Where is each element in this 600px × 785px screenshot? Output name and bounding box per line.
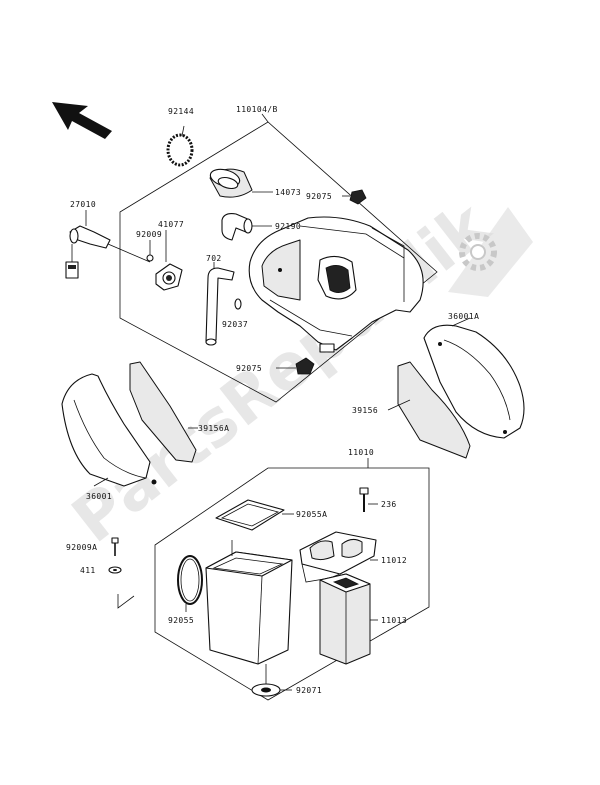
label-92144: 92144	[168, 107, 194, 116]
part-11012-holder	[299, 531, 378, 583]
label-92190: 92190	[275, 222, 301, 231]
part-92055-oring	[177, 555, 203, 612]
part-labels: 92144 110104/B 14073 92075 27010 92009 4…	[66, 105, 479, 695]
label-36001: 36001	[86, 492, 112, 501]
gear-watermark-icon	[448, 207, 533, 297]
label-92055a: 92055A	[296, 510, 327, 519]
part-236-bolt	[359, 487, 378, 512]
part-92037-clip	[234, 298, 242, 310]
part-36001a-side-cover-right	[423, 317, 525, 439]
part-element-housing	[205, 540, 293, 684]
part-92144-clamp	[166, 125, 194, 167]
part-411-washer	[108, 566, 135, 609]
part-92009-screw	[146, 240, 154, 262]
label-14073: 14073	[275, 188, 301, 197]
part-14073-duct	[209, 168, 273, 198]
label-92071: 92071	[296, 686, 322, 695]
part-702-hose	[205, 262, 235, 346]
label-39156a: 39156A	[198, 424, 229, 433]
part-11013-element	[319, 573, 378, 665]
label-92009: 92009	[136, 230, 162, 239]
part-92071-grommet	[251, 683, 292, 697]
label-11010: 11010	[348, 448, 374, 457]
part-92075-grommet-upper	[342, 189, 367, 205]
label-36001a: 36001A	[448, 312, 479, 321]
air-cleaner-box-boundary	[119, 121, 438, 403]
label-11012: 11012	[381, 556, 407, 565]
part-39156-pad-right	[387, 361, 471, 459]
part-92009a-screw	[111, 537, 119, 556]
label-27010: 27010	[70, 200, 96, 209]
label-236: 236	[381, 500, 397, 509]
part-92075-grommet-lower	[276, 357, 315, 375]
label-92055: 92055	[168, 616, 194, 625]
part-36001-side-cover-left	[61, 373, 157, 487]
label-411: 411	[80, 566, 96, 575]
direction-arrow-icon	[52, 102, 112, 139]
part-39156a-pad-left	[129, 361, 198, 463]
label-702: 702	[206, 254, 222, 263]
element-assembly-boundary	[154, 467, 430, 701]
label-92075-lower: 92075	[236, 364, 262, 373]
part-92055a-gasket	[215, 499, 294, 531]
label-110104b: 110104/B	[236, 105, 278, 114]
label-92009a: 92009A	[66, 543, 97, 552]
label-11013: 11013	[381, 616, 407, 625]
part-92190-elbow	[221, 213, 272, 241]
part-air-cleaner-case	[248, 216, 424, 353]
part-41077-flange	[155, 230, 183, 291]
label-39156: 39156	[352, 406, 378, 415]
label-92037: 92037	[222, 320, 248, 329]
label-41077: 41077	[158, 220, 184, 229]
label-92075-upper: 92075	[306, 192, 332, 201]
part-27010-switch	[65, 210, 151, 279]
